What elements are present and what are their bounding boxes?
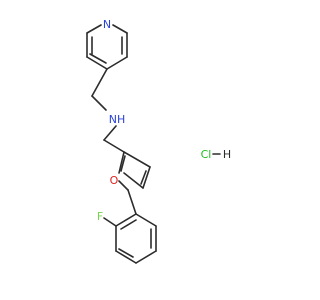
amine-nh-label: NH	[109, 113, 126, 126]
pyridine-bond	[86, 56, 108, 70]
furan-inner-double-bond	[120, 155, 126, 172]
phenyl-bond	[135, 213, 157, 227]
chloride-label: Cl	[201, 148, 212, 161]
furan-bond	[123, 151, 151, 168]
fluorophenyl-ring	[103, 213, 157, 264]
furan-oxygen-label: O	[110, 174, 119, 187]
salt-hydrogen-label: H	[223, 148, 231, 161]
phenyl-inner-double-bond	[118, 248, 134, 258]
pyridine-bond	[106, 56, 128, 70]
furan-phenyl-bond	[127, 189, 137, 215]
fluorine-label: F	[97, 210, 103, 223]
furan-bond	[123, 172, 144, 189]
furan-ring	[118, 151, 151, 191]
phenyl-bond	[115, 213, 137, 227]
pyridine-ring	[86, 24, 128, 70]
linker-bond	[91, 68, 108, 97]
structure-canvas: N NH O F Cl H	[86, 18, 232, 264]
phenyl-bond	[135, 250, 157, 264]
pyridine-bond	[112, 24, 128, 34]
furan-bond	[118, 151, 125, 174]
molecule-diagram: N NH O F Cl H	[86, 18, 231, 264]
phenyl-bond	[115, 250, 137, 264]
pyridine-nitrogen-label: N	[103, 18, 111, 31]
linker-bond	[103, 139, 125, 153]
furan-bond	[118, 180, 129, 191]
pyridine-bond	[86, 24, 102, 34]
pyridine-inner-double-bond	[89, 53, 107, 64]
phenyl-inner-double-bond	[120, 219, 137, 230]
amine-linker	[91, 68, 125, 153]
linker-bond	[103, 125, 117, 141]
furan-inner-double-bond	[140, 170, 147, 185]
fluoro-substituent-bond	[103, 217, 117, 227]
furan-bond	[142, 166, 151, 189]
linker-bond	[91, 95, 107, 111]
